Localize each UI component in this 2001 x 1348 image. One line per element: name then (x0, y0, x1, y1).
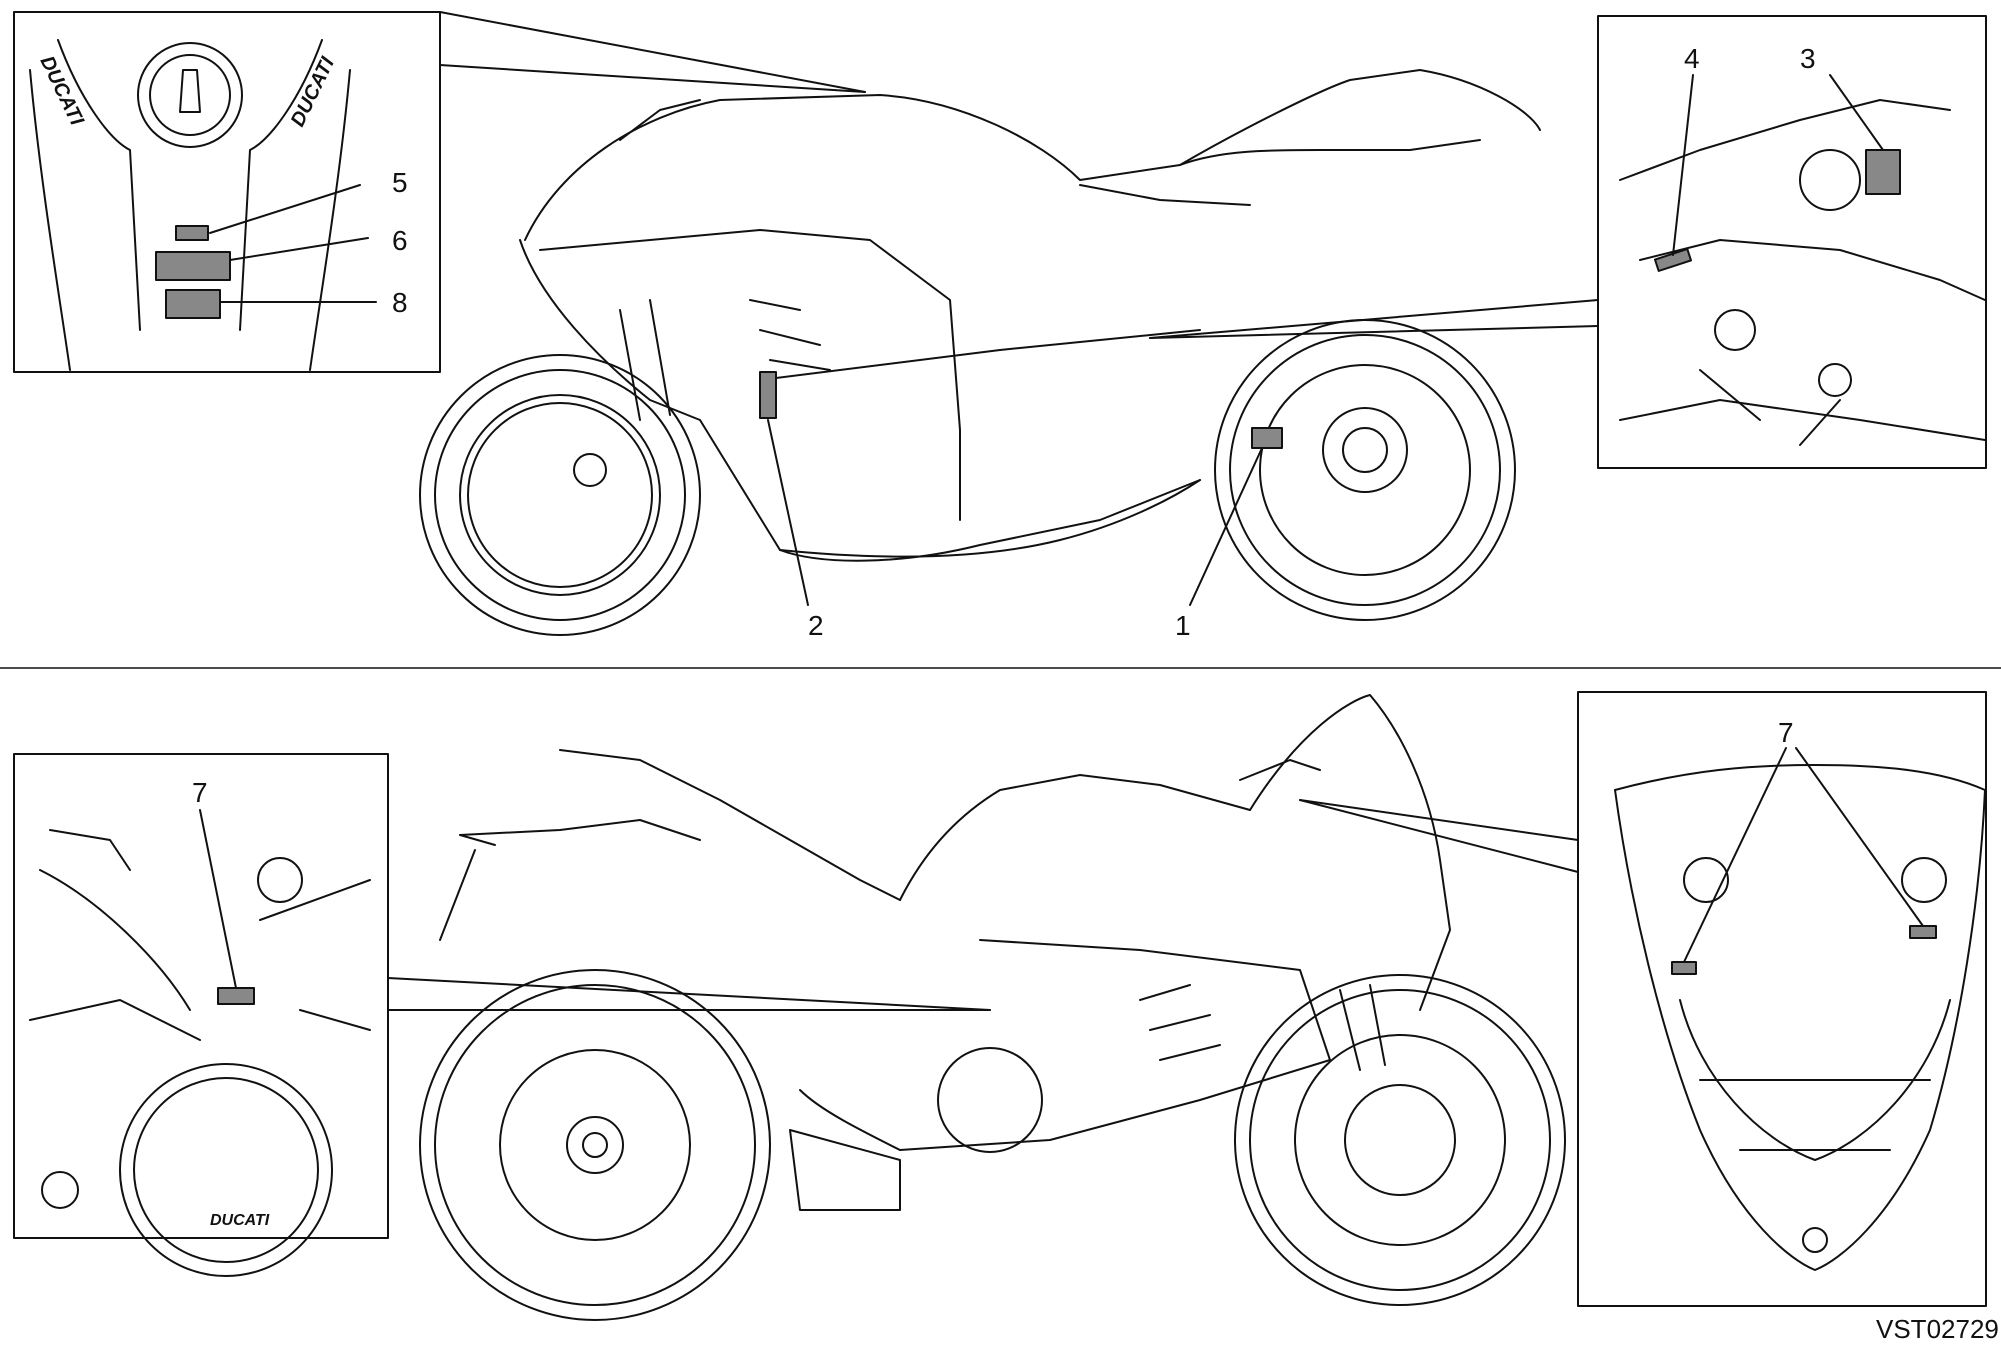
inset-engine-detail (13, 753, 991, 1277)
inset-front-view (1299, 691, 1987, 1307)
ducati-logo-clutch: DUCATI (210, 1212, 270, 1229)
callout-4: 4 (1684, 43, 1700, 74)
callout-5: 5 (392, 167, 408, 198)
inset-frame-detail (1149, 15, 1987, 469)
ducati-logo-right: DUCATI (287, 54, 339, 131)
callout-7-engine: 7 (192, 777, 208, 808)
inset-fuel-tank (13, 11, 866, 373)
callout-8: 8 (392, 287, 408, 318)
top-motorcycle-right-side (419, 69, 1541, 636)
callout-6: 6 (392, 225, 408, 256)
figure-code: VST02729 (1876, 1314, 1999, 1344)
callout-1: 1 (1175, 610, 1191, 641)
callout-7-front: 7 (1778, 717, 1794, 748)
bottom-motorcycle-left-side (419, 694, 1566, 1321)
callout-3: 3 (1800, 43, 1816, 74)
callout-2: 2 (808, 610, 824, 641)
